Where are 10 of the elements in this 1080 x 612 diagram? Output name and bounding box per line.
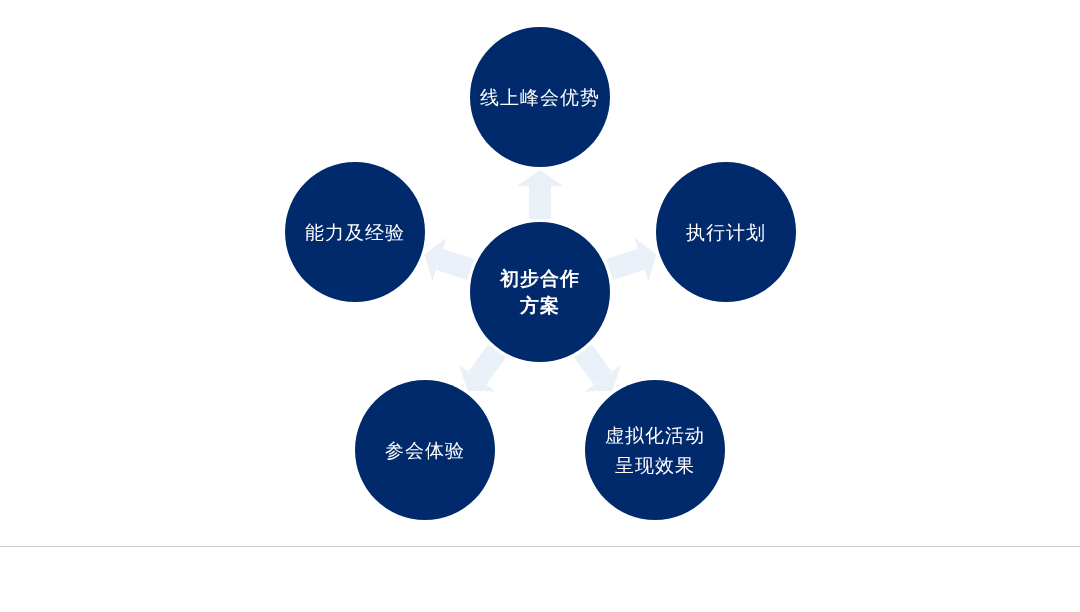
block-arrow <box>606 237 657 282</box>
node-label: 初步合作方案 <box>499 266 581 318</box>
block-arrow <box>458 344 506 392</box>
node-label: 虚拟化活动呈现效果 <box>604 423 706 478</box>
block-arrow <box>424 237 474 282</box>
node-label: 线上峰会优势 <box>479 85 601 110</box>
node-label: 能力及经验 <box>304 220 406 245</box>
node-label: 参会体验 <box>384 438 466 463</box>
block-arrow <box>574 344 622 392</box>
node-label: 执行计划 <box>685 220 767 245</box>
